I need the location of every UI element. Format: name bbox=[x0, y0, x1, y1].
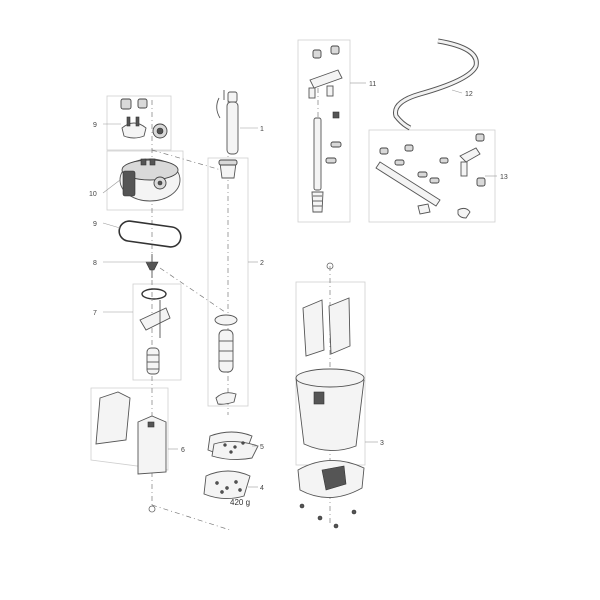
intake-pipe-part-1 bbox=[216, 90, 239, 155]
filter-media-bags-part-5 bbox=[207, 431, 259, 461]
part-label-1: 1 bbox=[260, 126, 264, 133]
axis-line-bottom bbox=[151, 504, 231, 531]
frame-part-2-intake-tube bbox=[207, 157, 249, 407]
frame-part-11-outlet bbox=[297, 39, 351, 223]
o-ring-part-9 bbox=[118, 220, 182, 248]
axis-line-diag2 bbox=[159, 267, 226, 313]
intake-tube-part-2 bbox=[214, 159, 238, 405]
impeller-part-7 bbox=[139, 288, 171, 375]
frame-part-9-cap bbox=[106, 95, 172, 151]
impeller-shaft-part-8 bbox=[145, 254, 159, 278]
part-label-3: 3 bbox=[380, 440, 384, 447]
frame-part-6-sponges bbox=[90, 387, 169, 471]
part-label-12: 12 bbox=[465, 91, 473, 98]
part-label-5: 5 bbox=[260, 444, 264, 451]
part-label-8: 8 bbox=[93, 260, 97, 267]
spray-bar-part-13 bbox=[375, 133, 486, 219]
pump-head-part-10 bbox=[119, 158, 181, 202]
filter-media-bag-part-4 bbox=[203, 470, 251, 499]
weight-label: 420 g bbox=[230, 498, 250, 507]
part-label-7: 7 bbox=[93, 310, 97, 317]
part-label-9-top: 9 bbox=[93, 122, 97, 129]
filter-body-part-3 bbox=[295, 262, 365, 529]
frame-part-7-impeller bbox=[132, 283, 182, 381]
part-label-11: 11 bbox=[369, 81, 376, 88]
filter-sponges-part-6 bbox=[95, 391, 167, 475]
part-label-13: 13 bbox=[500, 174, 508, 181]
part-bottom-marker bbox=[148, 505, 156, 513]
outlet-assembly-part-11 bbox=[308, 45, 343, 213]
hose-part-12 bbox=[393, 38, 479, 131]
axis-line-diag bbox=[151, 149, 229, 173]
part-label-2: 2 bbox=[260, 260, 264, 267]
part-label-4: 4 bbox=[260, 485, 264, 492]
part-label-9-ring: 9 bbox=[93, 221, 97, 228]
frame-part-10-pump-head bbox=[106, 150, 184, 211]
part-label-6: 6 bbox=[181, 447, 185, 454]
part-label-10: 10 bbox=[89, 191, 97, 198]
cap-with-valves-part-9 bbox=[120, 98, 168, 139]
